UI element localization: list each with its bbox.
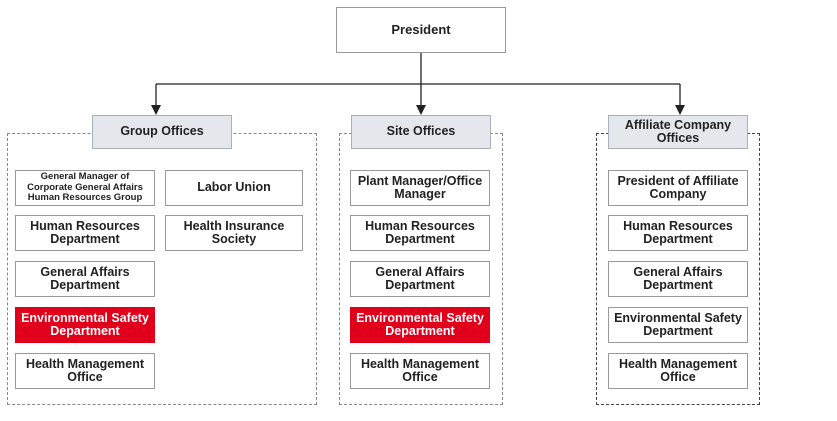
group-node-health-insurance: Health Insurance Society [165,215,303,251]
affiliate-node-health-management: Health Management Office [608,353,748,389]
president-box: President [336,7,506,53]
affiliate-node-general-affairs: General Affairs Department [608,261,748,297]
affiliate-node-president: President of Affiliate Company [608,170,748,206]
affiliate-node-environmental-safety: Environmental Safety Department [608,307,748,343]
group-node-health-management: Health Management Office [15,353,155,389]
site-node-plant-manager: Plant Manager/Office Manager [350,170,490,206]
group-node-human-resources: Human Resources Department [15,215,155,251]
affiliate-offices-header: Affiliate Company Offices [608,115,748,149]
affiliate-offices-title: Affiliate Company Offices [624,117,732,145]
president-label: President [391,22,451,38]
group-node-labor-union: Labor Union [165,170,303,206]
site-node-health-management: Health Management Office [350,353,490,389]
site-offices-title: Site Offices [386,124,456,139]
group-node-general-affairs: General Affairs Department [15,261,155,297]
affiliate-node-human-resources: Human Resources Department [608,215,748,251]
group-offices-title: Group Offices [120,124,204,139]
site-node-general-affairs: General Affairs Department [350,261,490,297]
site-node-human-resources: Human Resources Department [350,215,490,251]
group-offices-header: Group Offices [92,115,232,149]
group-node-environmental-safety: Environmental Safety Department [15,307,155,343]
site-node-environmental-safety: Environmental Safety Department [350,307,490,343]
group-node-general-manager: General Manager of Corporate General Aff… [15,170,155,206]
site-offices-header: Site Offices [351,115,491,149]
